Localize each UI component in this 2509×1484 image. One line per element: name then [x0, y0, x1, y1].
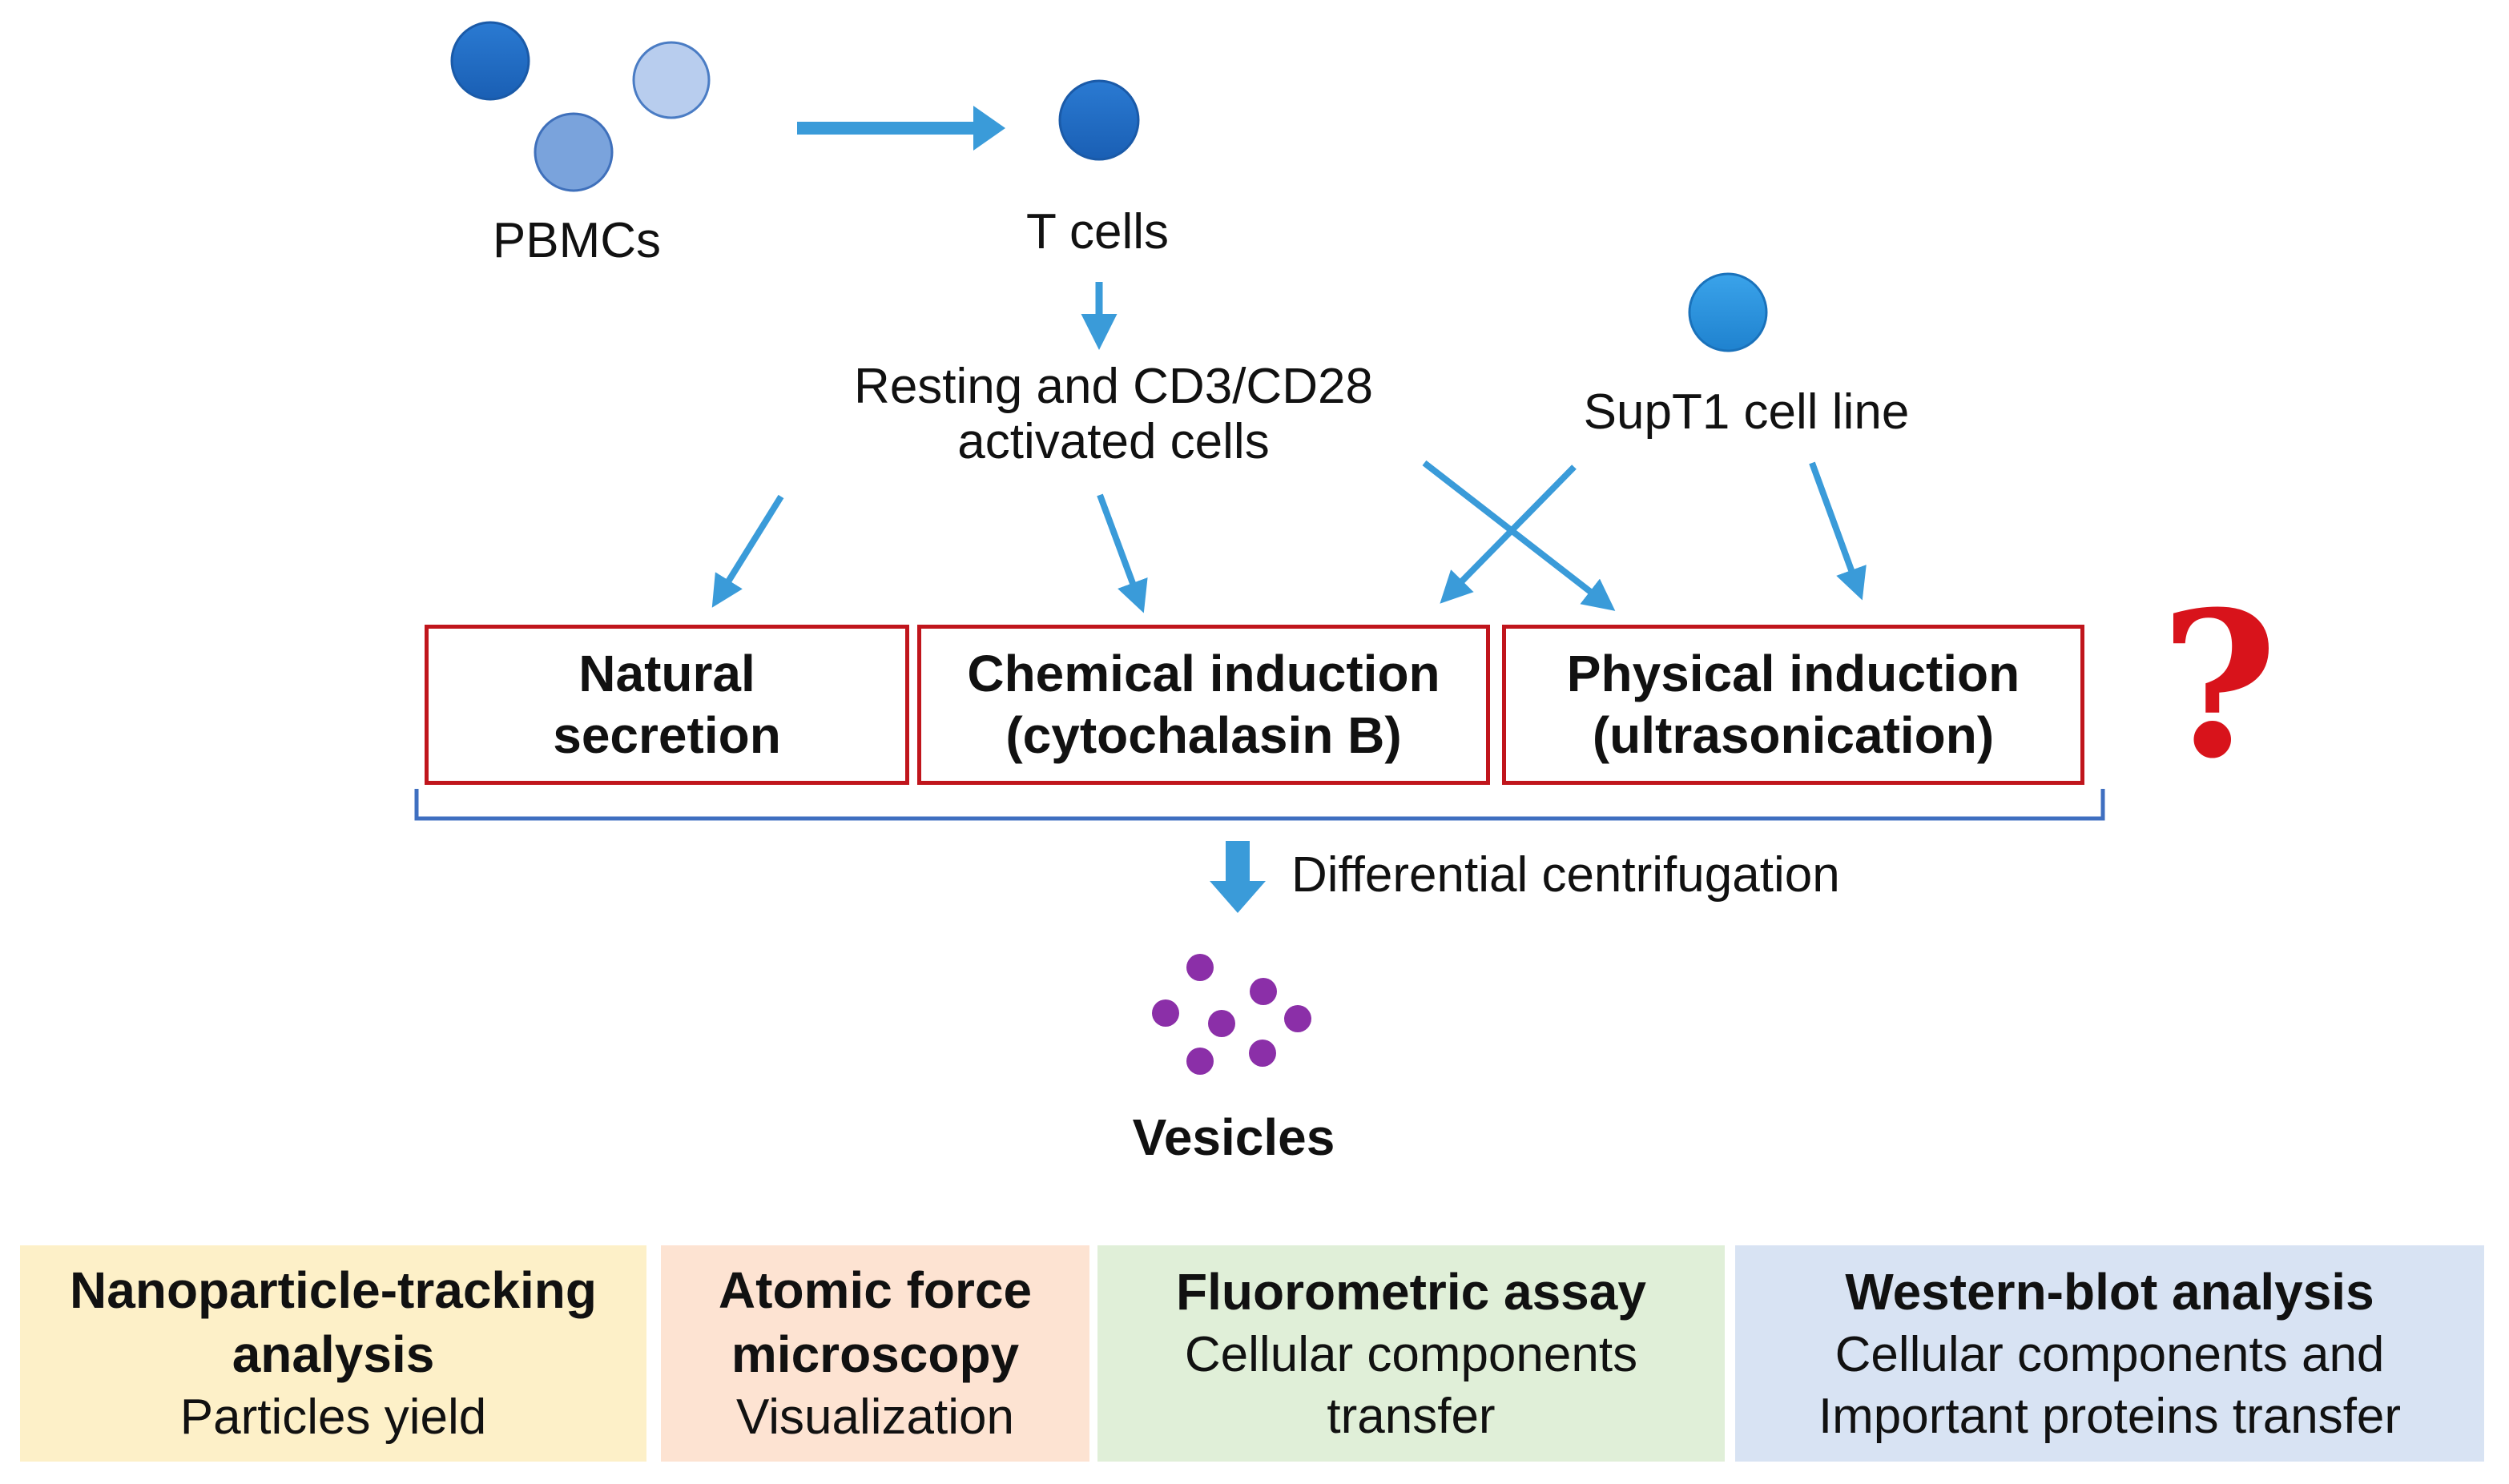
vesicle [1284, 1005, 1311, 1032]
vesicle [1249, 1040, 1276, 1067]
analysis-title: Atomic force microscopy [718, 1261, 1033, 1384]
pbmc-cell-light [632, 41, 711, 119]
methods-bracket [414, 789, 2105, 821]
question-mark: ? [2160, 567, 2278, 802]
method-label: Physical induction (ultrasonication) [1566, 645, 2020, 764]
pbmcs-label: PBMCs [492, 213, 662, 268]
t-cell [1058, 79, 1140, 161]
centrifugation-arrow [1210, 841, 1266, 913]
differential-centrifugation-label: Differential centrifugation [1291, 847, 1840, 903]
method-label: Natural secretion [553, 645, 781, 764]
t-cells-label: T cells [1025, 204, 1169, 259]
method-chemical-induction: Chemical induction (cytochalasin B) [917, 625, 1490, 785]
vesicle [1186, 954, 1214, 981]
method-label: Chemical induction (cytochalasin B) [967, 645, 1440, 764]
analysis-panel-nta: Nanoparticle-tracking analysis Particles… [20, 1245, 646, 1462]
analysis-description: Cellular components and Important protei… [1818, 1326, 2402, 1445]
supt1-cell [1688, 272, 1768, 352]
analysis-title: Nanoparticle-tracking analysis [70, 1261, 597, 1384]
vesicle [1186, 1048, 1214, 1075]
vesicles-cluster [1152, 954, 1311, 1075]
resting-to-natural-arrow [711, 494, 784, 608]
resting-activated-label: Resting and CD3/CD28 activated cells [854, 359, 1373, 470]
analysis-title: Western-blot analysis [1845, 1262, 2374, 1321]
analysis-description: Particles yield [179, 1389, 487, 1446]
analysis-title: Fluorometric assay [1176, 1262, 1646, 1321]
resting-to-chemical-arrow [1097, 493, 1148, 613]
supt1-to-chemical-arrow [1440, 465, 1577, 604]
analysis-panel-fluorometric: Fluorometric assay Cellular components t… [1097, 1245, 1725, 1462]
pbmc-to-tcell-arrow [797, 106, 1005, 151]
vesicle [1208, 1010, 1235, 1037]
resting-to-physical-arrow [1422, 460, 1616, 611]
analysis-description: Cellular components transfer [1184, 1326, 1638, 1445]
method-natural-secretion: Natural secretion [425, 625, 909, 785]
supt1-label: SupT1 cell line [1583, 384, 1910, 440]
vesicle [1250, 978, 1277, 1005]
analysis-panel-afm: Atomic force microscopy Visualization [661, 1245, 1089, 1462]
supt1-to-physical-arrow [1809, 461, 1867, 601]
vesicles-label: Vesicles [1132, 1108, 1335, 1166]
pbmc-cell-medium [534, 112, 614, 192]
pbmc-cell-dark [450, 21, 530, 101]
method-physical-induction: Physical induction (ultrasonication) [1502, 625, 2084, 785]
vesicle [1152, 999, 1179, 1027]
analysis-description: Visualization [736, 1389, 1014, 1446]
analysis-panel-western-blot: Western-blot analysis Cellular component… [1735, 1245, 2484, 1462]
